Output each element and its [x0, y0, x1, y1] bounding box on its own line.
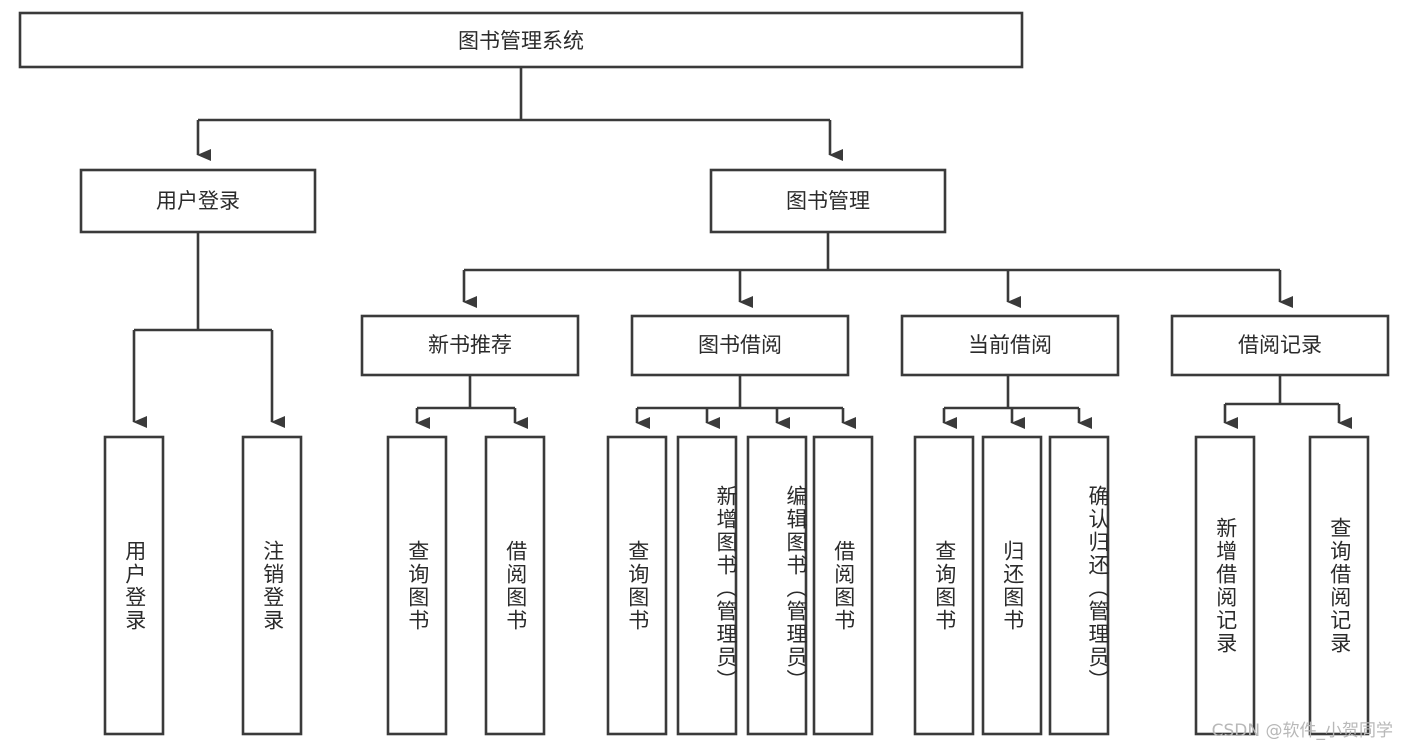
node-leaf-query-book-cur-box[interactable]	[913, 435, 975, 736]
node-borrow-records-box	[1170, 314, 1390, 377]
node-current-borrow[interactable]: 当前借阅	[900, 314, 1120, 377]
node-root-label: 图书管理系统	[458, 29, 584, 53]
node-leaf-user-login-box[interactable]	[103, 435, 165, 736]
node-leaf-add-record-box[interactable]	[1194, 435, 1256, 736]
node-leaf-query-book-rec-box[interactable]	[386, 435, 448, 736]
node-root-box	[18, 11, 1024, 69]
csdn-watermark: CSDN @软件_小贺同学	[1211, 721, 1393, 741]
node-leaf-edit-book-box[interactable]	[746, 435, 808, 736]
node-user-login-label: 用户登录	[156, 189, 240, 213]
node-book-borrow-box	[630, 314, 850, 377]
node-current-borrow-label: 当前借阅	[968, 333, 1052, 357]
node-user-login[interactable]: 用户登录	[79, 168, 317, 234]
node-leaf-borrow-book-box[interactable]	[812, 435, 874, 736]
node-book-management-box	[709, 168, 947, 234]
node-new-book-recommend-box	[360, 314, 580, 377]
node-book-management[interactable]: 图书管理	[709, 168, 947, 234]
node-leaf-confirm-return-box[interactable]	[1048, 435, 1110, 736]
node-leaf-query-record-box[interactable]	[1308, 435, 1370, 736]
node-root[interactable]: 图书管理系统	[18, 11, 1024, 69]
node-borrow-records[interactable]: 借阅记录	[1170, 314, 1390, 377]
node-book-borrow[interactable]: 图书借阅	[630, 314, 850, 377]
node-book-borrow-label: 图书借阅	[698, 333, 782, 357]
node-leaf-return-book-box[interactable]	[981, 435, 1043, 736]
node-leaf-query-book-borrow-box[interactable]	[606, 435, 668, 736]
node-leaf-borrow-book-rec-box[interactable]	[484, 435, 546, 736]
leaf-box-group	[103, 435, 1370, 736]
node-leaf-add-book-box[interactable]	[676, 435, 738, 736]
connector-group	[132, 67, 1352, 429]
node-new-book-recommend[interactable]: 新书推荐	[360, 314, 580, 377]
node-new-book-recommend-label: 新书推荐	[428, 333, 512, 357]
node-book-management-label: 图书管理	[786, 189, 870, 213]
node-borrow-records-label: 借阅记录	[1238, 333, 1322, 357]
node-current-borrow-box	[900, 314, 1120, 377]
node-leaf-logout-box[interactable]	[241, 435, 303, 736]
node-user-login-box	[79, 168, 317, 234]
